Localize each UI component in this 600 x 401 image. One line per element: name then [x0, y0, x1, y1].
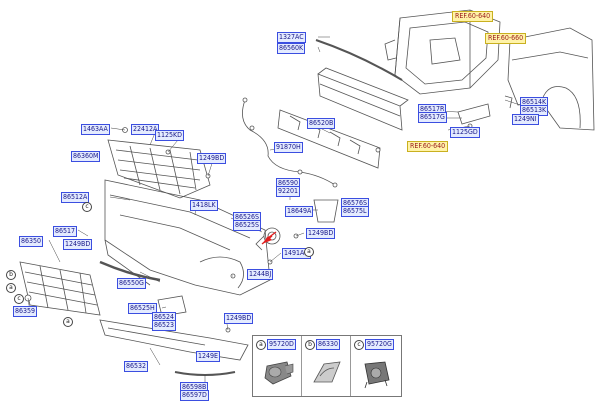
- lower-trim: [174, 371, 236, 376]
- under-cover: [99, 319, 249, 361]
- label-86520B[interactable]: 86520B: [307, 118, 336, 129]
- inset-letter-a: a: [256, 340, 266, 350]
- wiring-harness: [242, 99, 336, 186]
- inset-cell-a: a 95720D: [253, 336, 302, 396]
- callout-b: b: [6, 270, 16, 280]
- label-1125GD[interactable]: 1125GD: [450, 127, 480, 138]
- sensor-icon: [264, 361, 294, 385]
- label-1249BD-d[interactable]: 1249BD: [224, 313, 254, 324]
- label-1418LK[interactable]: 1418LK: [190, 200, 218, 211]
- inset-part-95720G[interactable]: 95720G: [365, 339, 394, 350]
- label-86532[interactable]: 86532: [124, 361, 149, 372]
- ref-60-640-top[interactable]: REF.60-640: [452, 11, 494, 22]
- label-91870H[interactable]: 91870H: [274, 142, 303, 153]
- inset-cell-c: c 95720G: [351, 336, 400, 396]
- label-86350[interactable]: 86350: [19, 236, 44, 247]
- label-86525S[interactable]: 86525S: [233, 220, 262, 231]
- fog-cover: [157, 295, 187, 317]
- label-1125KD[interactable]: 1125KD: [155, 130, 185, 141]
- camera-icon: [364, 361, 390, 389]
- bracket-86517R: [457, 103, 491, 125]
- inset-letter-b: b: [305, 340, 315, 350]
- label-86575L[interactable]: 86575L: [341, 206, 369, 217]
- inset-letter-c: c: [354, 340, 364, 350]
- label-1463AA[interactable]: 1463AA: [81, 124, 110, 135]
- ref-60-660[interactable]: REF.60-660: [485, 33, 527, 44]
- inset-cell-b: b 86330: [302, 336, 351, 396]
- label-86360M[interactable]: 86360M: [71, 151, 101, 162]
- label-1249NI[interactable]: 1249NI: [512, 114, 539, 125]
- lower-strip: [99, 260, 161, 282]
- label-86359[interactable]: 86359: [13, 306, 38, 317]
- side-bracket: [313, 199, 339, 223]
- emblem-icon: [313, 361, 341, 383]
- label-1249BD-b[interactable]: 1249BD: [306, 228, 336, 239]
- callout-a-right: a: [304, 247, 314, 257]
- label-86560K[interactable]: 86560K: [277, 43, 306, 54]
- label-1249BD-c[interactable]: 1249BD: [63, 239, 93, 250]
- callout-a-lower: a: [63, 317, 73, 327]
- inset-part-86330[interactable]: 86330: [316, 339, 341, 350]
- parts-inset-legend: a 95720D b 86330 c 95720G: [252, 335, 402, 397]
- label-1249BD-a[interactable]: 1249BD: [197, 153, 227, 164]
- label-86597D[interactable]: 86597D: [180, 390, 209, 401]
- bumper-beam: [317, 67, 409, 131]
- label-1244BJ[interactable]: 1244BJ: [247, 269, 274, 280]
- label-1327AC[interactable]: 1327AC: [277, 32, 306, 43]
- label-22412A[interactable]: 22412A: [131, 124, 160, 135]
- radiator-grille: [107, 139, 211, 199]
- label-86517G[interactable]: 86517G: [418, 112, 447, 123]
- radiator-support-frame: [384, 9, 501, 95]
- callout-c-upper: c: [82, 202, 92, 212]
- label-86550G[interactable]: 86550G: [117, 278, 146, 289]
- fender: [507, 27, 595, 131]
- label-18649A[interactable]: 18649A: [285, 206, 314, 217]
- callout-a-left: a: [6, 283, 16, 293]
- label-86525H[interactable]: 86525H: [128, 303, 157, 314]
- energy-absorber: [277, 109, 381, 169]
- label-86512A[interactable]: 86512A: [61, 192, 90, 203]
- inset-part-95720D[interactable]: 95720D: [267, 339, 296, 350]
- lower-grille: [19, 261, 101, 316]
- label-86517[interactable]: 86517: [53, 226, 78, 237]
- label-92201[interactable]: 92201: [276, 186, 301, 197]
- upper-strip: [315, 39, 403, 81]
- front-bumper-cover: [104, 179, 271, 296]
- callout-c-left: c: [14, 294, 24, 304]
- label-86523[interactable]: 86523: [152, 320, 177, 331]
- label-1249E[interactable]: 1249E: [196, 351, 221, 362]
- ref-60-640-mid[interactable]: REF.60-640: [407, 141, 449, 152]
